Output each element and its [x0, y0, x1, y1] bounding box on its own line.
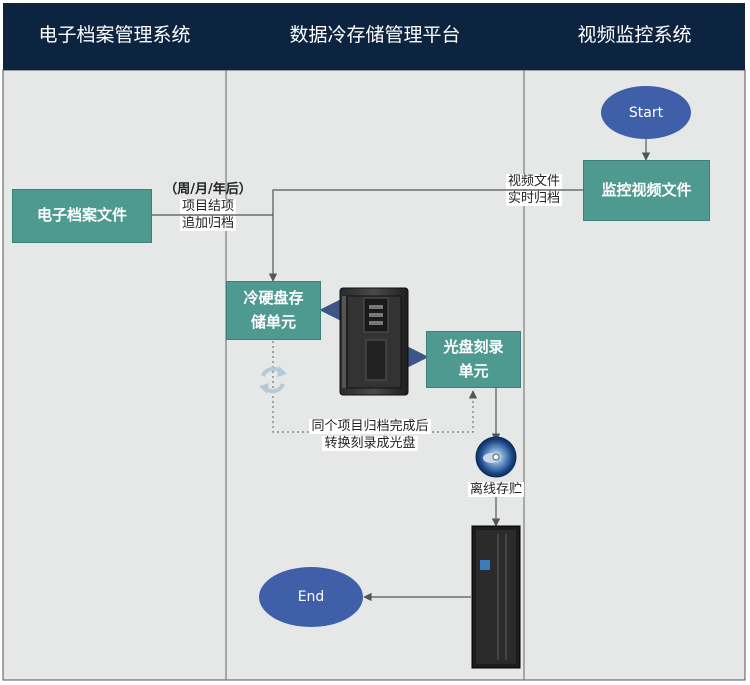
- lane-title-e-archive: 电子档案管理系统: [38, 24, 191, 46]
- label-project-line1: 项目结项: [179, 199, 236, 214]
- offline-storage-cabinet-icon: [471, 525, 521, 669]
- node-surveillance-video: 监控视频文件: [583, 160, 710, 221]
- label-period: （周/月/年后）: [164, 182, 252, 197]
- label-offline-storage: 离线存贮: [467, 482, 524, 497]
- node-cold-disk-unit: 冷硬盘存 储单元: [226, 281, 321, 340]
- label-video-line1: 视频文件: [505, 174, 562, 189]
- node-cold-disk-line1: 冷硬盘存: [243, 289, 304, 308]
- edge-video-to-cold: [268, 189, 583, 282]
- lane-title-surveillance: 视频监控系统: [577, 24, 692, 46]
- sync-icon: [259, 366, 287, 394]
- end-node: End: [259, 567, 363, 627]
- node-optical-line2: 单元: [458, 361, 489, 380]
- label-project-line2: 追加归档: [179, 216, 236, 231]
- node-optical-burn-unit: 光盘刻录 单元: [426, 331, 521, 388]
- label-convert-line1: 同个项目归档完成后: [309, 419, 431, 434]
- node-cold-disk-line2: 储单元: [250, 312, 296, 331]
- header-bar: [3, 3, 745, 70]
- node-optical-line1: 光盘刻录: [443, 338, 504, 357]
- optical-disc-icon: [475, 436, 517, 478]
- start-node: Start: [601, 86, 691, 139]
- server-cabinet-icon: [339, 287, 409, 396]
- label-convert-line2: 转换刻录成光盘: [322, 436, 418, 451]
- label-video-line2: 实时归档: [505, 191, 562, 206]
- node-e-archive-file: 电子档案文件: [12, 189, 152, 243]
- lane-title-cold-storage: 数据冷存储管理平台: [289, 24, 461, 46]
